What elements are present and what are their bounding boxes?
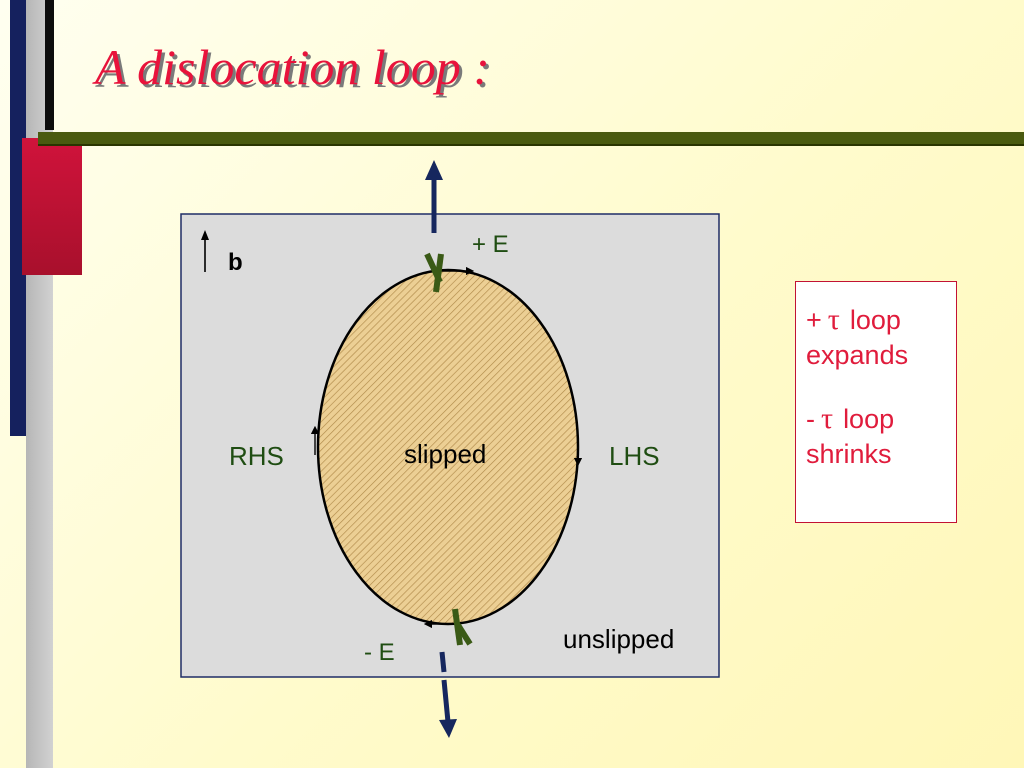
- legend-minus-sign: -: [806, 404, 815, 434]
- tau-symbol: τ: [827, 303, 840, 336]
- down-expansion-arrow: [439, 651, 457, 738]
- burgers-vector-label: b: [228, 249, 243, 276]
- legend-shrinks-text: loop shrinks: [806, 404, 895, 469]
- legend-expands-text: loop expands: [806, 305, 909, 370]
- edge-dislocation-top-symbol: [424, 252, 444, 293]
- burgers-vector-arrow: [201, 230, 209, 272]
- tau-symbol: τ: [821, 402, 834, 435]
- decor-red-block: [22, 138, 82, 275]
- right-hand-screw-label: RHS: [229, 441, 284, 471]
- slipped-label: slipped: [404, 439, 486, 469]
- decor-black-bar: [45, 0, 54, 130]
- positive-edge-label: + E: [472, 231, 509, 258]
- negative-edge-label: - E: [364, 639, 395, 666]
- edge-dislocation-bottom-symbol: [452, 608, 473, 646]
- left-hand-screw-label: LHS: [609, 441, 660, 471]
- title-underline: [38, 132, 1024, 144]
- legend-plus-sign: +: [806, 305, 822, 335]
- slide-title: A dislocation loop :: [95, 39, 490, 95]
- up-expansion-arrow: [425, 160, 443, 233]
- unslipped-label: unslipped: [563, 624, 674, 654]
